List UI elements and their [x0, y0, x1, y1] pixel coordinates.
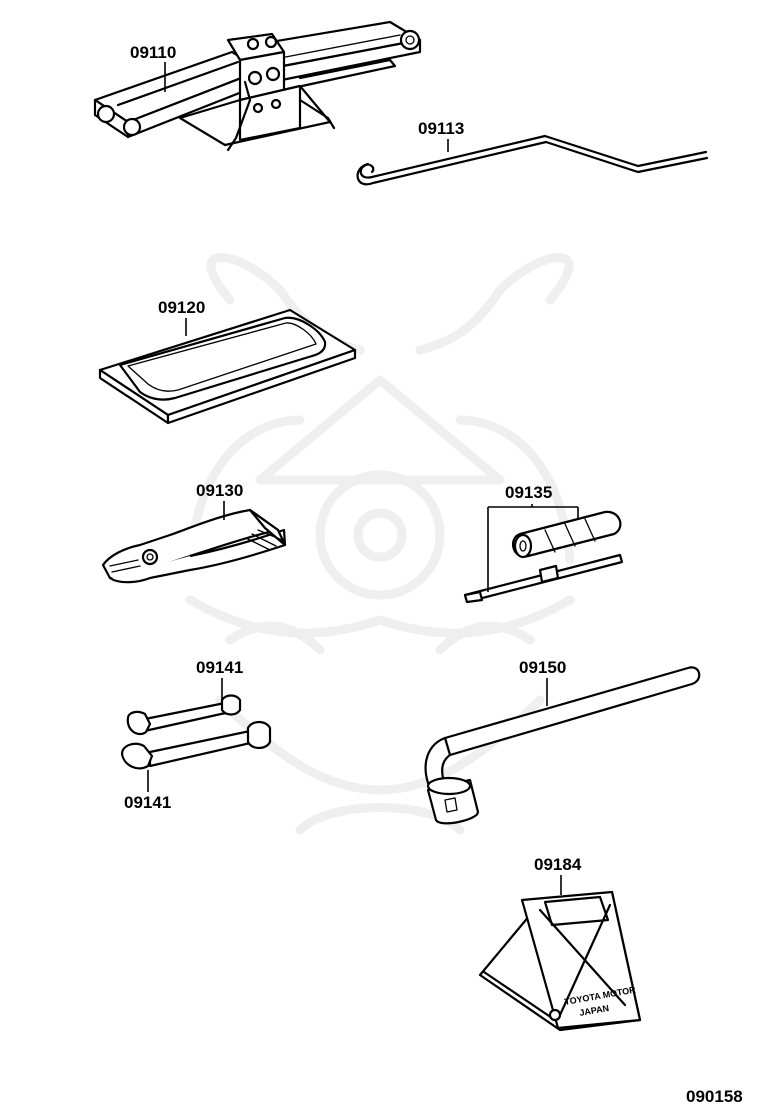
diagram-id: 090158	[686, 1087, 743, 1106]
part-label: 09120	[158, 298, 205, 317]
screwdriver-icon	[463, 510, 624, 604]
part-label: 09141	[124, 793, 171, 812]
open-end-wrench-icon	[120, 720, 272, 770]
open-end-wrench-icon	[126, 694, 242, 736]
part-label: 09110	[130, 43, 176, 62]
samurai-helmet-watermark	[185, 253, 575, 835]
part-label: 09150	[519, 658, 566, 677]
part-label: 09130	[196, 481, 243, 500]
lug-wrench-icon	[424, 666, 701, 825]
tool-bag-icon	[98, 308, 357, 425]
wheel-chock-icon: TOYOTA MOTOR JAPAN	[478, 890, 642, 1032]
scissor-jack-icon	[93, 20, 422, 152]
pliers-icon	[101, 508, 287, 584]
jack-handle-icon	[356, 134, 709, 186]
part-label: 09135	[505, 483, 552, 502]
part-label: 09113	[418, 119, 464, 138]
part-label: 09141	[196, 658, 243, 677]
part-label: 09184	[534, 855, 582, 874]
